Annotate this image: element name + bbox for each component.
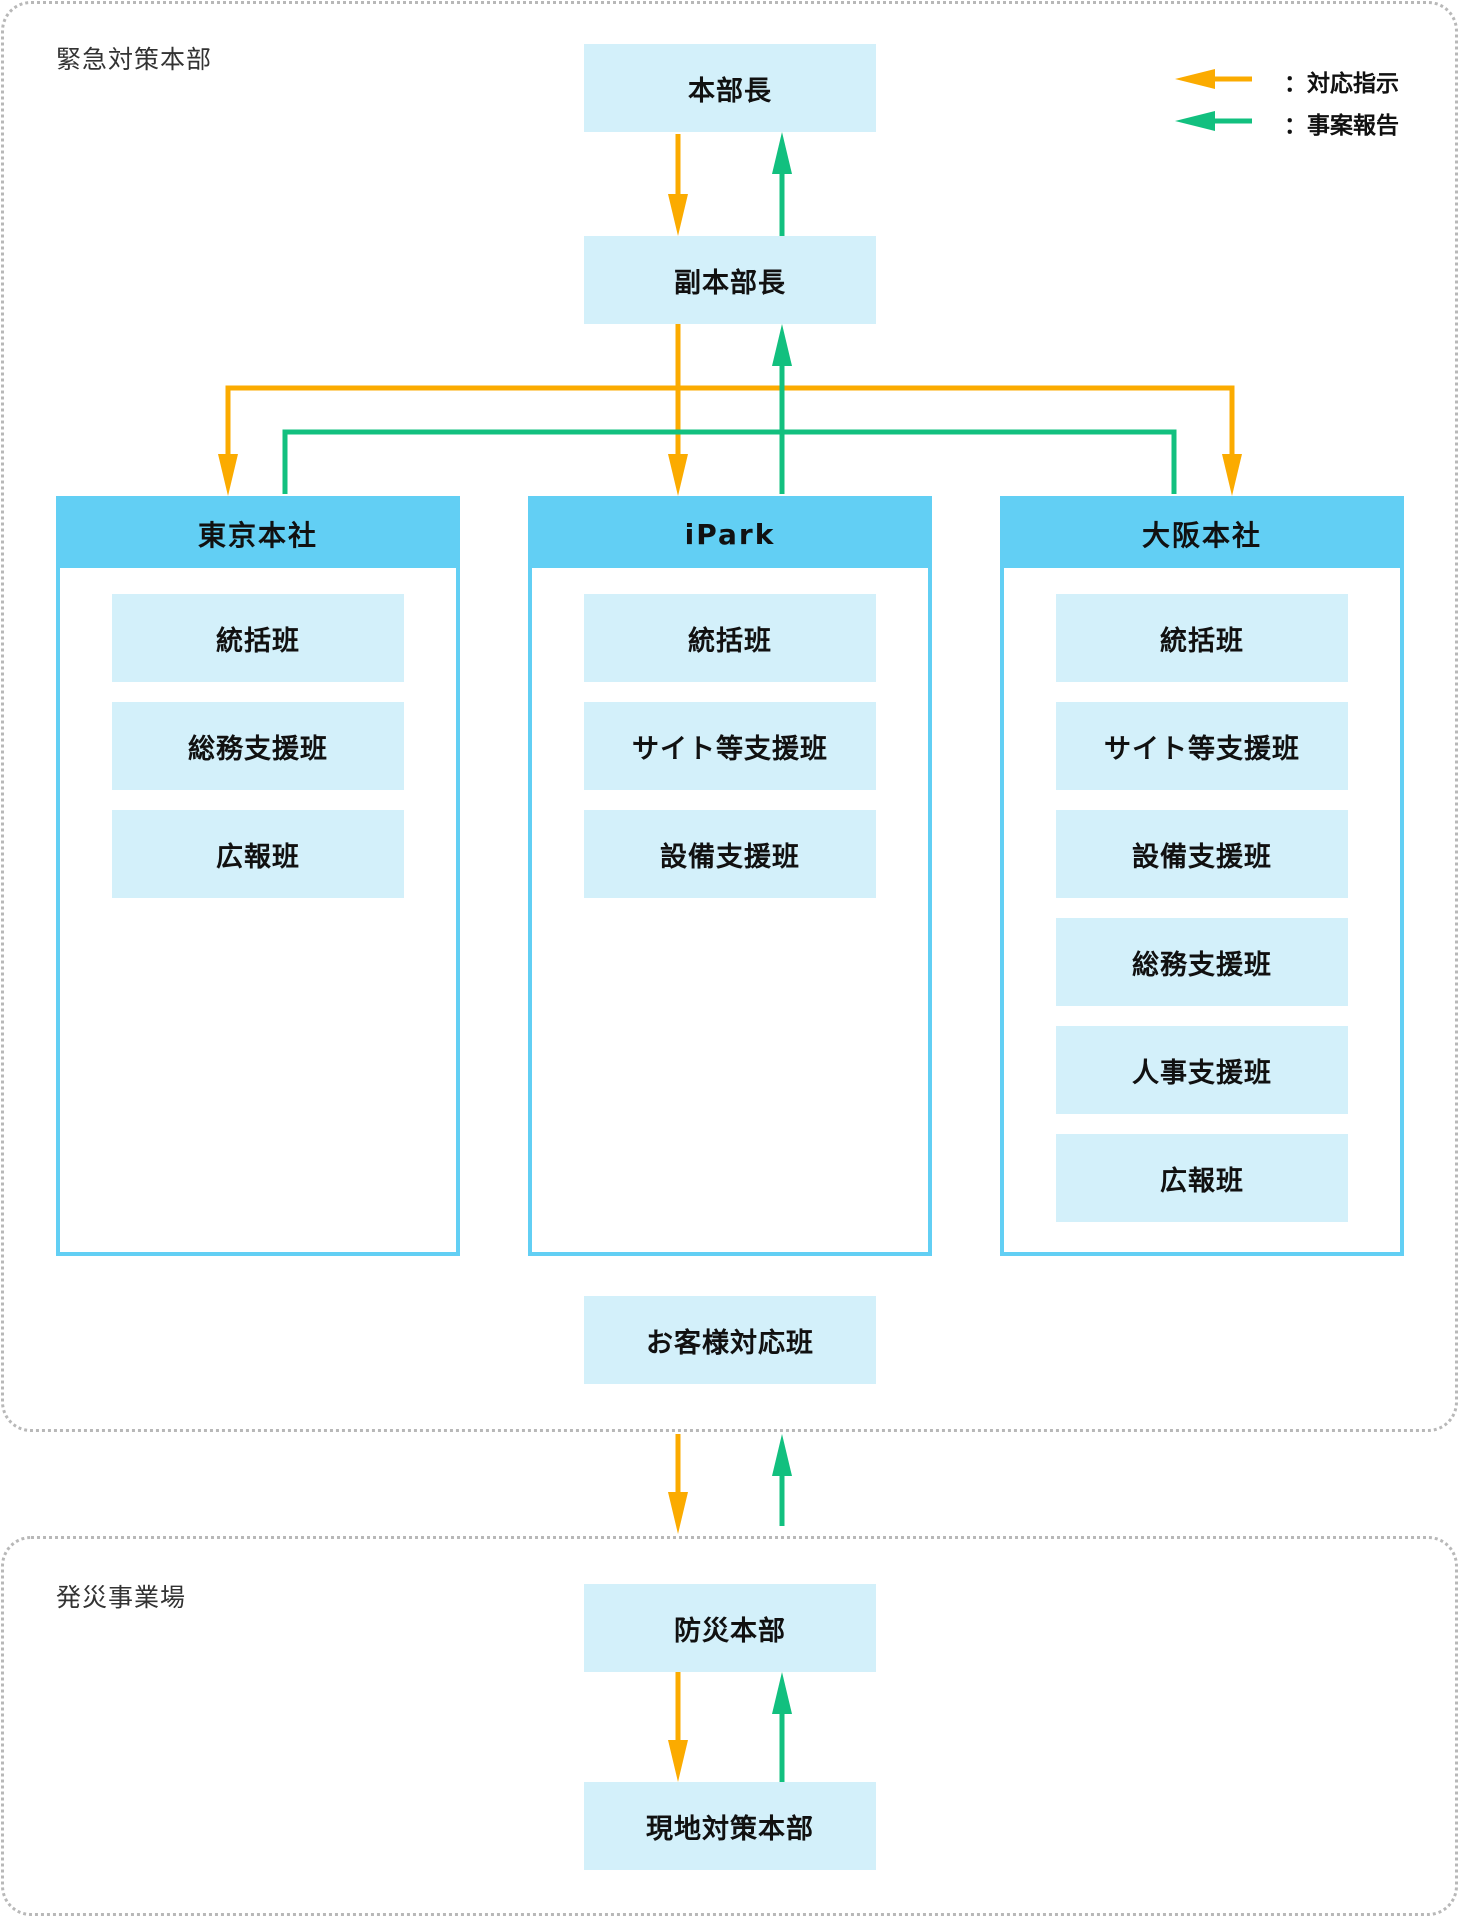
node-disaster-hq: 防災本部 bbox=[584, 1584, 876, 1672]
node-deputy: 副本部長 bbox=[584, 236, 876, 324]
node-local-hq: 現地対策本部 bbox=[584, 1782, 876, 1870]
site-osaka: 大阪本社 統括班 サイト等支援班 設備支援班 総務支援班 人事支援班 広報班 bbox=[1000, 496, 1404, 1256]
site-tokyo: 東京本社 統括班 総務支援班 広報班 bbox=[56, 496, 460, 1256]
site-ipark-header: iPark bbox=[532, 500, 928, 568]
legend-report-label: ：事案報告 bbox=[1284, 113, 1399, 139]
emergency-hq-title: 緊急対策本部 bbox=[56, 45, 213, 74]
team-box: 人事支援班 bbox=[1056, 1026, 1348, 1114]
team-box: 設備支援班 bbox=[1056, 810, 1348, 898]
team-box: 総務支援班 bbox=[1056, 918, 1348, 1006]
emergency-hq-region bbox=[1, 1, 1458, 1432]
team-box: サイト等支援班 bbox=[584, 702, 876, 790]
disaster-site-title: 発災事業場 bbox=[56, 1583, 187, 1612]
node-customer-team: お客様対応班 bbox=[584, 1296, 876, 1384]
arrow-down-icon bbox=[668, 1492, 688, 1534]
team-box: 広報班 bbox=[112, 810, 404, 898]
team-box: 設備支援班 bbox=[584, 810, 876, 898]
site-ipark: iPark 統括班 サイト等支援班 設備支援班 bbox=[528, 496, 932, 1256]
team-box: 広報班 bbox=[1056, 1134, 1348, 1222]
site-tokyo-header: 東京本社 bbox=[60, 500, 456, 568]
team-box: 統括班 bbox=[112, 594, 404, 682]
site-osaka-header: 大阪本社 bbox=[1004, 500, 1400, 568]
team-box: サイト等支援班 bbox=[1056, 702, 1348, 790]
arrow-up-icon bbox=[772, 1434, 792, 1476]
team-box: 統括班 bbox=[584, 594, 876, 682]
node-head: 本部長 bbox=[584, 44, 876, 132]
team-box: 総務支援班 bbox=[112, 702, 404, 790]
team-box: 統括班 bbox=[1056, 594, 1348, 682]
disaster-site-region bbox=[1, 1536, 1458, 1916]
legend-instruction-label: ：対応指示 bbox=[1284, 71, 1399, 97]
